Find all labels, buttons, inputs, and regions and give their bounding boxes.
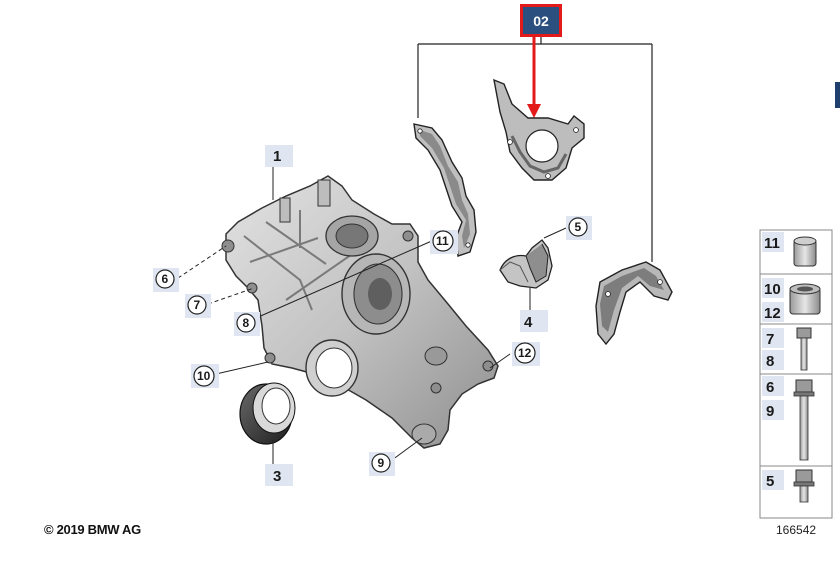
edge-marker	[835, 82, 840, 108]
guide-part-4	[499, 239, 553, 289]
callout-tag-3[interactable]: 3	[265, 464, 293, 486]
gasket-right	[595, 261, 673, 346]
legend-label: 7	[766, 331, 774, 348]
legend-row-10-12[interactable]: 10 12	[762, 278, 821, 322]
callout-label: 8	[243, 316, 250, 330]
callout-label: 3	[273, 468, 281, 485]
legend-row-7-8[interactable]: 7 8	[762, 327, 812, 371]
callout-tag-4[interactable]: 4	[520, 310, 548, 332]
legend-label: 10	[764, 281, 781, 298]
legend-label: 11	[764, 235, 780, 252]
callout-label: 6	[162, 272, 169, 286]
legend-label: 9	[766, 403, 774, 420]
diagram-number: 166542	[776, 523, 817, 537]
hardware-legend: 11 10 12 7 8 6 9	[759, 229, 833, 519]
legend-label: 6	[766, 379, 774, 396]
leader-lines	[177, 166, 567, 464]
callout-label: 12	[518, 346, 532, 360]
legend-label: 5	[766, 473, 774, 490]
circled-tags: 5 6 7 8 9 10 11	[153, 216, 592, 476]
callout-circle-6[interactable]: 6	[153, 268, 179, 292]
callout-circle-10[interactable]: 10	[191, 364, 219, 388]
callout-label: 1	[273, 148, 281, 165]
plain-tags: 1 3 4	[265, 145, 548, 486]
legend-label: 8	[766, 353, 774, 370]
callout-circle-7[interactable]: 7	[185, 294, 211, 318]
legend-label: 12	[764, 305, 781, 322]
callout-circle-12[interactable]: 12	[512, 342, 540, 366]
highlight-arrow	[527, 37, 541, 118]
gasket-center	[493, 78, 585, 181]
callout-circle-5[interactable]: 5	[566, 216, 592, 240]
callout-circle-8[interactable]: 8	[234, 312, 260, 336]
callout-circle-9[interactable]: 9	[369, 452, 395, 476]
callout-label: 10	[197, 369, 211, 383]
copyright-text: © 2019 BMW AG	[44, 522, 141, 537]
callout-label: 11	[436, 234, 449, 248]
timing-case-cover	[221, 175, 499, 449]
selected-group-tag[interactable]: 02	[520, 4, 562, 37]
legend-row-5[interactable]: 5	[762, 469, 815, 503]
gasket-left	[413, 123, 477, 257]
callout-tag-1[interactable]: 1	[265, 145, 293, 167]
callout-label: 9	[378, 456, 385, 470]
callout-circle-11[interactable]: 11	[430, 230, 458, 254]
callout-label: 7	[194, 298, 201, 312]
callout-label: 4	[524, 314, 533, 331]
callout-label: 5	[575, 220, 582, 234]
shaft-seal-part-3	[239, 382, 296, 445]
legend-row-6-9[interactable]: 6 9	[762, 376, 815, 461]
legend-row-11[interactable]: 11	[762, 232, 817, 267]
